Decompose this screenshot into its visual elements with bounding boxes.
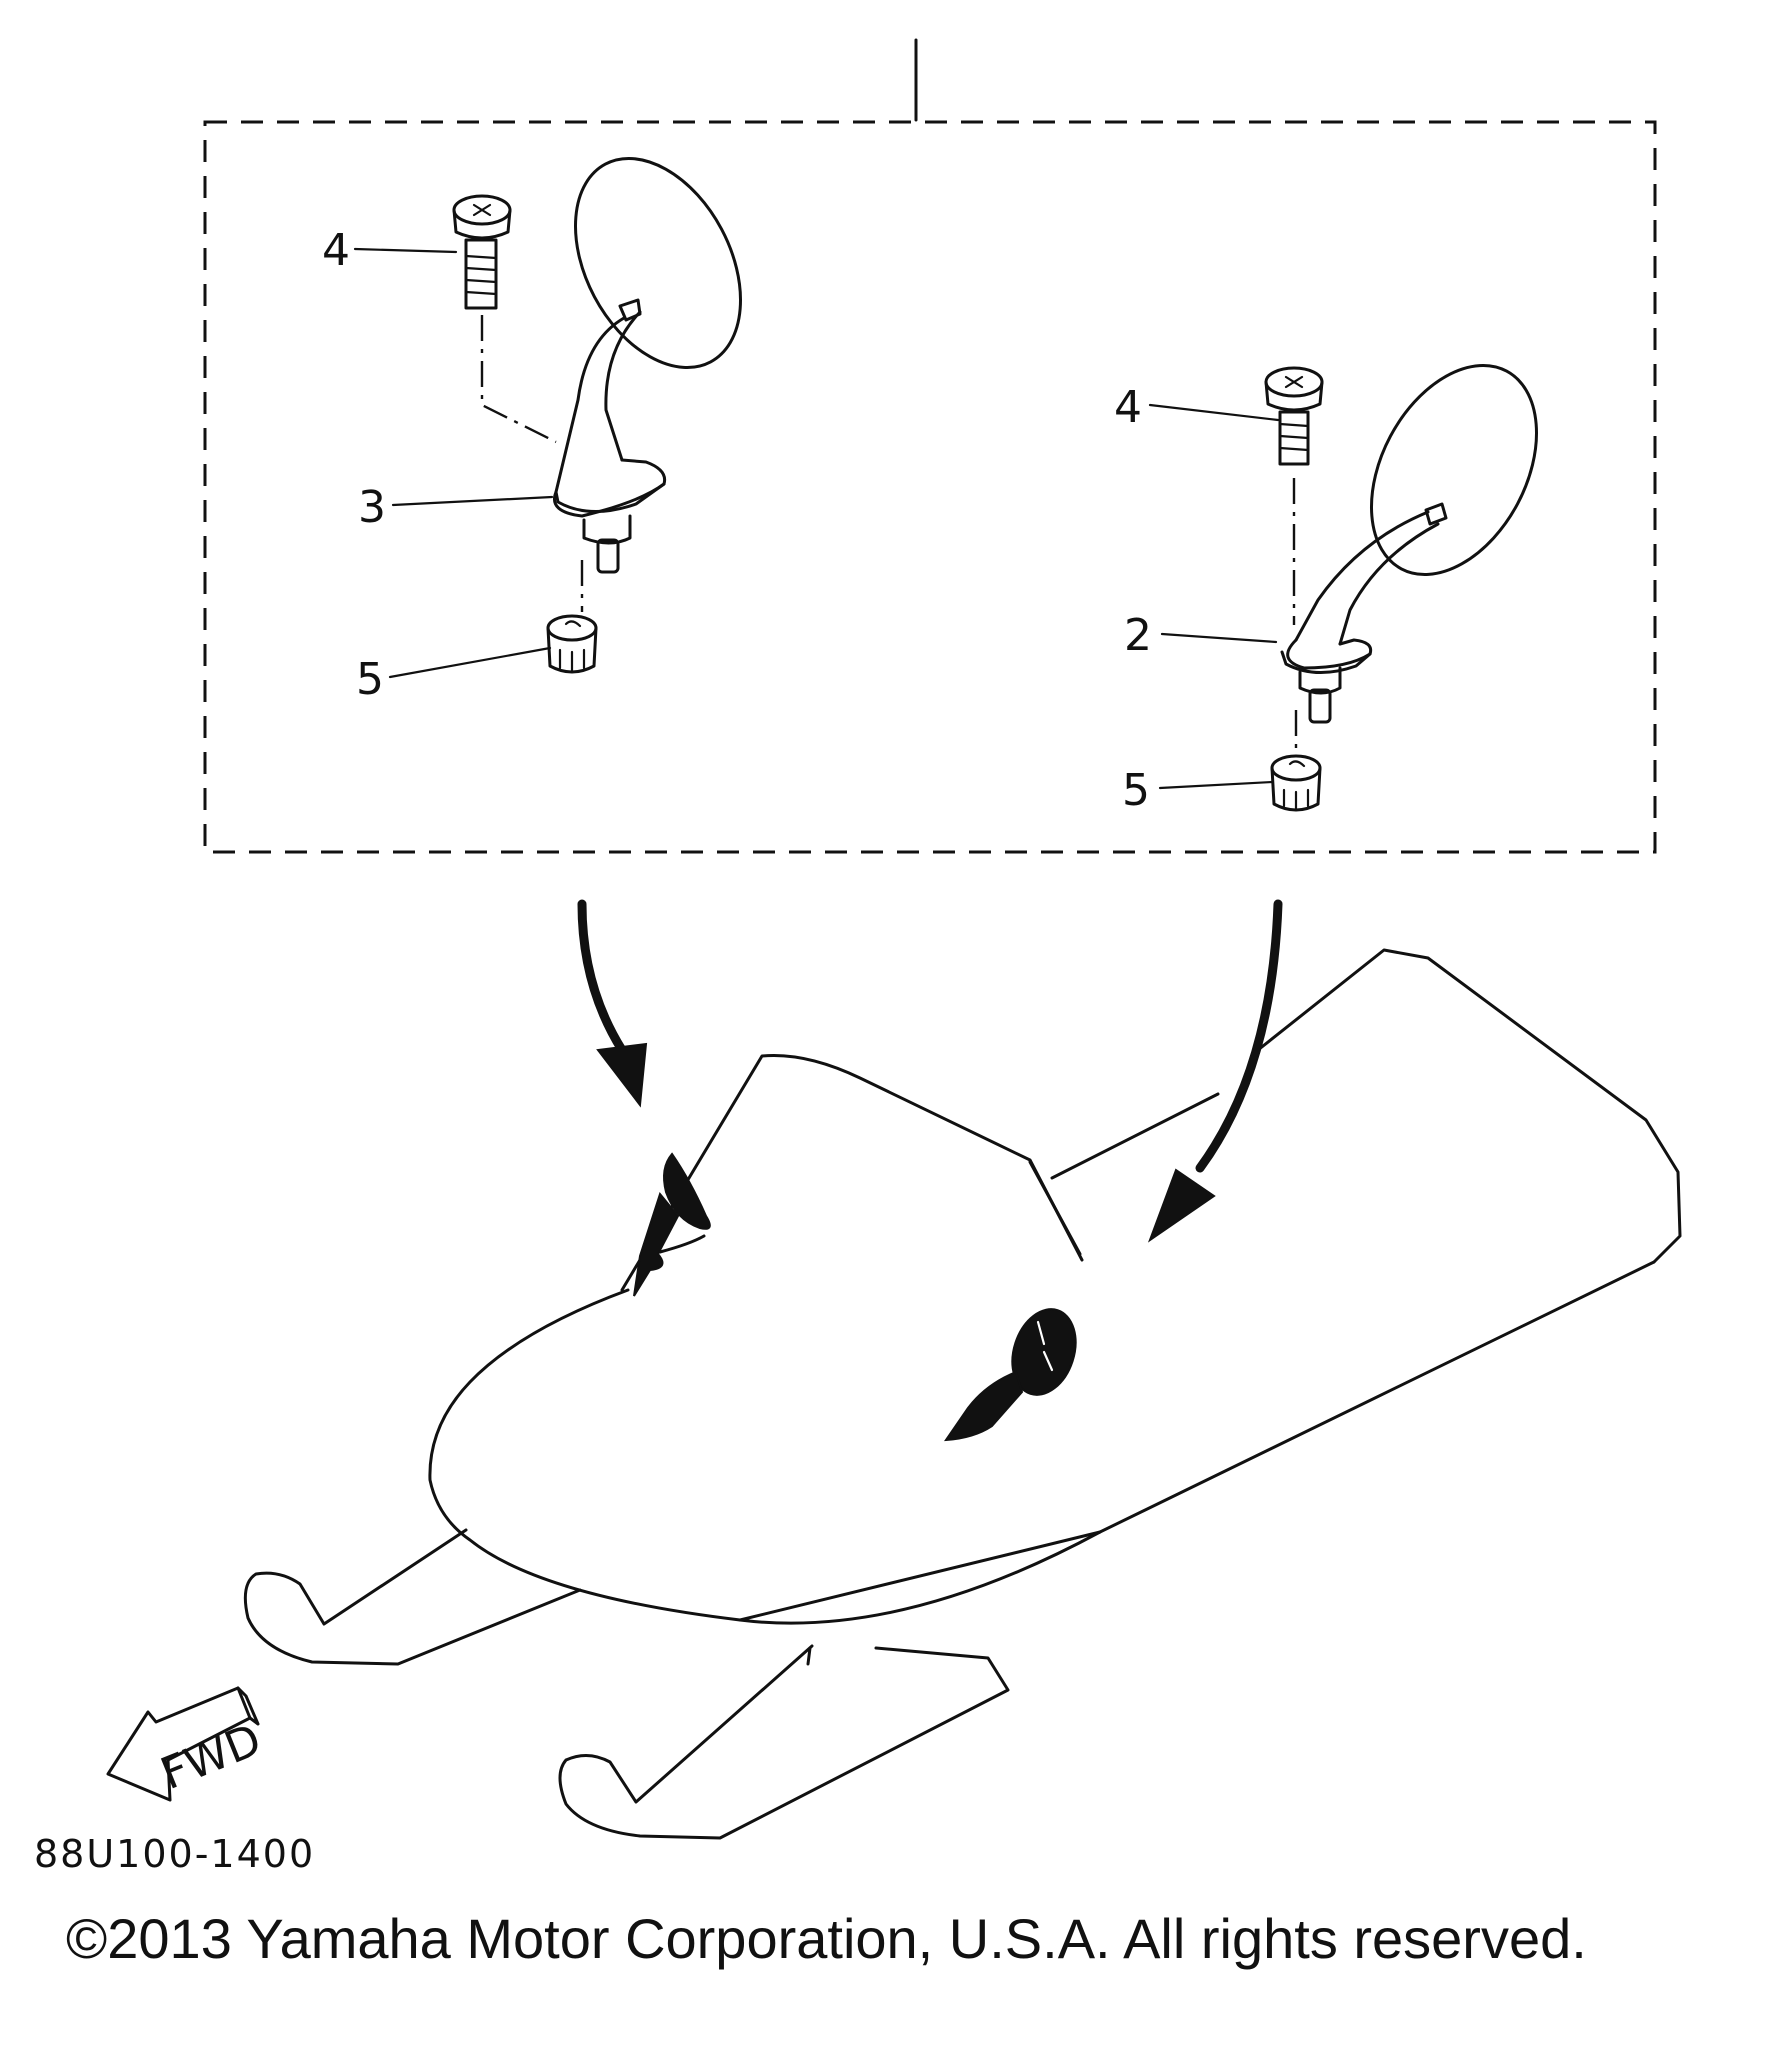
- right-bolt: [1264, 366, 1324, 466]
- callout-right-bolt: 4: [1114, 382, 1142, 433]
- leader-right-nut: [1158, 780, 1274, 790]
- drawing-code: 88U100-1400: [34, 1832, 316, 1876]
- leader-right-mirror: [1160, 632, 1278, 644]
- callout-left-nut: 5: [356, 654, 384, 705]
- right-mirror: [1280, 363, 1538, 724]
- right-mirror-assembly: [1264, 363, 1538, 812]
- svg-text:FWD: FWD: [154, 1714, 268, 1800]
- installed-mirror-right: [943, 1308, 1077, 1442]
- snowmobile: [243, 948, 1682, 1840]
- leader-right-bolt: [1148, 403, 1280, 422]
- copyright-notice: ©2013 Yamaha Motor Corporation, U.S.A. A…: [66, 1907, 1587, 1970]
- right-nut: [1270, 754, 1322, 812]
- left-bolt-axis: [480, 315, 557, 444]
- fwd-arrow-icon: FWD: [106, 1686, 268, 1802]
- callout-right-mirror: 2: [1124, 610, 1152, 661]
- leader-left-nut: [388, 646, 552, 679]
- left-mirror-assembly: [452, 156, 742, 674]
- left-nut: [546, 614, 598, 674]
- leader-left-bolt: [353, 247, 458, 254]
- install-arrow-left: [577, 899, 648, 1108]
- assembly-box: [203, 120, 1657, 854]
- callout-left-mirror: 3: [358, 482, 386, 533]
- leader-left-mirror: [391, 495, 554, 507]
- left-mirror: [553, 156, 742, 574]
- install-arrow-right: [1147, 899, 1283, 1243]
- callout-right-nut: 5: [1122, 765, 1150, 816]
- left-bolt: [452, 194, 512, 310]
- installed-mirror-left: [633, 1152, 711, 1297]
- callout-left-bolt: 4: [322, 225, 350, 276]
